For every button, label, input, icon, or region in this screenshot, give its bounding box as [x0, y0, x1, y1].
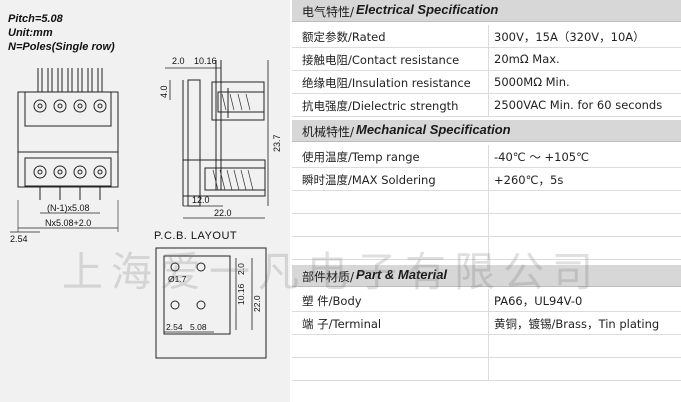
- dim-220-pcb: 22.0: [252, 295, 262, 312]
- material-header: 部件材质/ Part & Material: [292, 265, 681, 287]
- electrical-header-en: Electrical Specification: [356, 2, 499, 17]
- spec-row-dielectric: 抗电强度/Dielectric strength 2500VAC Min. fo…: [292, 94, 681, 117]
- spec-row-blank-4: [292, 335, 681, 358]
- spec-value: 20mΩ Max.: [494, 52, 560, 66]
- dim-237: 23.7: [272, 134, 282, 152]
- spec-key: 接触电阻/Contact resistance: [302, 53, 460, 67]
- spec-row-blank-2: [292, 214, 681, 237]
- dim-220: 22.0: [214, 208, 232, 218]
- electrical-header: 电气特性/ Electrical Specification: [292, 0, 681, 22]
- spec-key: 绝缘电阻/Insulation resistance: [302, 76, 471, 90]
- dim-254-pcb: 2.54: [166, 322, 183, 332]
- dim-n1: (N-1)x5.08: [47, 203, 90, 213]
- dim-1016-pcb: 10.16: [236, 283, 246, 305]
- spec-row-temp-range: 使用温度/Temp range -40℃ ～ +105℃: [292, 145, 681, 168]
- material-header-en: Part & Material: [356, 267, 448, 282]
- spec-row-blank-3: [292, 237, 681, 260]
- spec-key: 额定参数/Rated: [302, 30, 386, 44]
- spec-value: 300V，15A（320V，10A）: [494, 30, 645, 44]
- front-view: [10, 68, 119, 233]
- spec-value: 黄铜，镀锡/Brass，Tin plating: [494, 317, 660, 331]
- spec-row-contact-resistance: 接触电阻/Contact resistance 20mΩ Max.: [292, 48, 681, 71]
- spec-row-rated: 额定参数/Rated 300V，15A（320V，10A）: [292, 25, 681, 48]
- electrical-header-cn: 电气特性/: [302, 5, 355, 19]
- spec-row-soldering: 瞬时温度/MAX Soldering +260℃，5s: [292, 168, 681, 191]
- mechanical-header: 机械特性/ Mechanical Specification: [292, 120, 681, 142]
- side-view: [165, 60, 269, 219]
- spec-key: 塑 件/Body: [302, 294, 362, 308]
- mechanical-header-en: Mechanical Specification: [356, 122, 511, 137]
- spec-row-blank-1: [292, 191, 681, 214]
- spec-value: PA66，UL94V-0: [494, 294, 583, 308]
- dim-nx: Nx5.08+2.0: [45, 218, 91, 228]
- spec-value: 5000MΩ Min.: [494, 75, 570, 89]
- spec-panel: 电气特性/ Electrical Specification 额定参数/Rate…: [292, 0, 681, 402]
- drawing-panel: Pitch=5.08 Unit:mm N=Poles(Single row): [0, 0, 290, 402]
- dim-phi: Ø1.7: [168, 274, 187, 284]
- mechanical-header-cn: 机械特性/: [302, 125, 355, 139]
- material-header-cn: 部件材质/: [302, 270, 355, 284]
- technical-drawing: (N-1)x5.08 Nx5.08+2.0 2.54 2.: [10, 56, 282, 359]
- dim-254-front: 2.54: [10, 234, 28, 244]
- pcb-layout: [155, 247, 267, 359]
- spec-key: 抗电强度/Dielectric strength: [302, 99, 459, 113]
- spec-row-insulation: 绝缘电阻/Insulation resistance 5000MΩ Min.: [292, 71, 681, 94]
- dim-1016: 10.16: [194, 56, 217, 66]
- spec-key: 使用温度/Temp range: [302, 150, 420, 164]
- dim-40: 4.0: [159, 85, 169, 98]
- spec-value: 2500VAC Min. for 60 seconds: [494, 98, 663, 112]
- poles-label: N=Poles(Single row): [8, 41, 115, 53]
- spec-key: 瞬时温度/MAX Soldering: [302, 173, 436, 187]
- spec-key: 端 子/Terminal: [302, 317, 382, 331]
- unit-label: Unit:mm: [8, 27, 53, 39]
- spec-row-terminal: 端 子/Terminal 黄铜，镀锡/Brass，Tin plating: [292, 312, 681, 335]
- dim-20: 2.0: [172, 56, 185, 66]
- spec-row-body: 塑 件/Body PA66，UL94V-0: [292, 289, 681, 312]
- spec-value: -40℃ ～ +105℃: [494, 150, 590, 164]
- spec-row-blank-5: [292, 358, 681, 381]
- dim-20-pcb: 2.0: [236, 263, 246, 275]
- dim-120: 12.0: [192, 195, 210, 205]
- dim-508-pcb: 5.08: [190, 322, 207, 332]
- pcb-layout-title: P.C.B. LAYOUT: [154, 230, 238, 242]
- pitch-label: Pitch=5.08: [8, 13, 63, 25]
- spec-value: +260℃，5s: [494, 173, 564, 187]
